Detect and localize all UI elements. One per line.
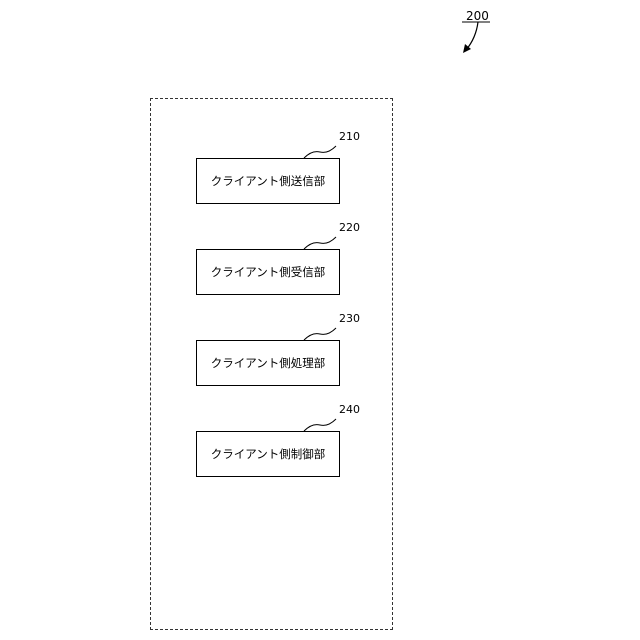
- unit-ref-210: 210: [339, 130, 360, 143]
- figure-ref-arrowhead: [463, 44, 471, 53]
- unit-label: クライアント側送信部: [211, 173, 326, 189]
- unit-label: クライアント側受信部: [211, 264, 326, 280]
- client-processing-unit: クライアント側処理部: [196, 340, 340, 386]
- unit-label: クライアント側制御部: [211, 446, 326, 462]
- unit-label: クライアント側処理部: [211, 355, 326, 371]
- unit-ref-220: 220: [339, 221, 360, 234]
- unit-ref-240: 240: [339, 403, 360, 416]
- client-transmitting-unit: クライアント側送信部: [196, 158, 340, 204]
- unit-ref-230: 230: [339, 312, 360, 325]
- figure-ref-arrow-curve: [466, 22, 478, 50]
- client-receiving-unit: クライアント側受信部: [196, 249, 340, 295]
- figure-ref-label: 200: [466, 9, 489, 23]
- client-control-unit: クライアント側制御部: [196, 431, 340, 477]
